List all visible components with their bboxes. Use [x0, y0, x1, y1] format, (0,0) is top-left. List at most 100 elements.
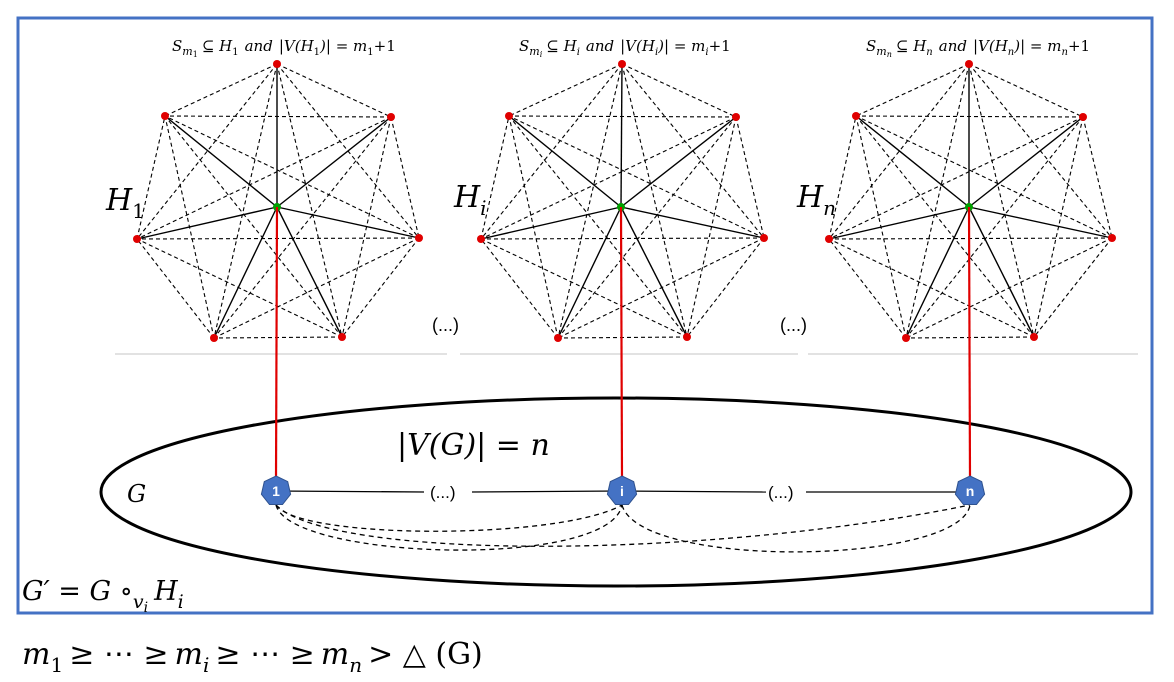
- outer-vertex: [760, 234, 768, 242]
- graph-order-label: |V(G)| = n: [397, 428, 550, 463]
- graph-node-vn: n: [954, 475, 986, 505]
- outer-vertex: [273, 60, 281, 68]
- dashed-edge: [508, 115, 765, 239]
- outer-vertex: [1108, 234, 1116, 242]
- graph-node-v1: 1: [260, 475, 292, 505]
- g-ellipsis-2: (...): [768, 483, 794, 502]
- star-edge: [968, 116, 1084, 208]
- graph-g-ellipse: [99, 396, 1133, 588]
- dashed-edge: [1033, 237, 1113, 338]
- dashed-edge: [390, 116, 420, 239]
- pendant-edge-hi: [619, 206, 624, 480]
- cluster-hn: [825, 60, 1116, 342]
- dashed-edge: [905, 116, 1084, 339]
- outer-vertex: [852, 112, 860, 120]
- cluster-hi: [477, 60, 768, 342]
- dashed-edge: [557, 237, 765, 339]
- outer-vertex: [210, 334, 218, 342]
- outer-vertex: [902, 334, 910, 342]
- pendant-edge-h1: [274, 206, 279, 480]
- dashed-edge: [276, 63, 392, 118]
- dashed-edge: [480, 63, 623, 240]
- outer-vertex: [387, 113, 395, 121]
- dashed-edge: [136, 116, 392, 240]
- dashed-edge: [164, 115, 392, 118]
- g-dashed-edge-i-n: [621, 504, 971, 553]
- outer-vertex: [1079, 113, 1087, 121]
- dashed-edge: [480, 238, 688, 338]
- dashed-edge: [136, 63, 278, 240]
- dashed-edge: [828, 238, 1035, 338]
- outer-vertex: [477, 235, 485, 243]
- star-edge: [968, 206, 1113, 239]
- dashed-edge: [276, 63, 343, 338]
- dashed-edge: [557, 63, 623, 339]
- dashed-edge: [1082, 116, 1113, 239]
- dashed-edge: [480, 237, 765, 240]
- dashed-edge: [621, 63, 688, 338]
- composition-formula: G′ = G ∘viHi: [22, 576, 184, 616]
- graph-node-shape: [606, 475, 638, 505]
- g-dashed-edge-1-n-long: [275, 504, 971, 547]
- dashed-edge: [213, 116, 392, 339]
- dashed-edge: [480, 238, 559, 339]
- outer-vertex: [618, 60, 626, 68]
- star-edge: [508, 115, 622, 208]
- dashed-edge: [828, 116, 1084, 240]
- dashed-edge: [968, 63, 1084, 118]
- star-edge: [213, 206, 278, 339]
- dashed-edge: [968, 63, 1035, 338]
- dashed-edge: [136, 115, 166, 240]
- g-edge-2-left: [619, 490, 767, 493]
- star-edge: [855, 115, 970, 208]
- outer-vertex: [505, 112, 513, 120]
- pendant-edges: [274, 206, 972, 480]
- dashed-edge: [686, 237, 765, 338]
- dashed-edge: [508, 115, 737, 118]
- star-edge: [828, 206, 970, 240]
- star-edge: [480, 206, 622, 240]
- outer-vertex: [554, 334, 562, 342]
- cluster-label-h1: H1: [105, 183, 145, 223]
- g-edge-1-left: [275, 490, 425, 493]
- dashed-edge: [164, 115, 420, 239]
- cluster-label-hi: Hi: [453, 180, 487, 220]
- outer-vertex: [133, 235, 141, 243]
- g-dashed-edge-1-i: [275, 504, 623, 532]
- dashed-edge: [557, 116, 737, 339]
- dashed-edge: [905, 63, 970, 339]
- star-edge: [557, 206, 622, 339]
- dashed-edge: [508, 115, 688, 338]
- dashed-edge: [164, 63, 278, 117]
- graph-node-shape: [260, 475, 292, 505]
- dashed-edge: [213, 237, 420, 339]
- graph-g-label: G: [127, 480, 146, 508]
- g-ellipsis-1: (...): [430, 483, 456, 502]
- graph-node-label: i: [620, 483, 624, 499]
- dashed-edge: [828, 237, 1113, 240]
- star-edge: [276, 116, 392, 208]
- star-edge: [164, 115, 278, 208]
- graph-node-shape: [954, 475, 986, 505]
- dashed-edge: [855, 115, 1035, 338]
- star-edge: [136, 206, 278, 240]
- star-edge: [968, 206, 1035, 338]
- dashed-edge: [136, 238, 215, 339]
- graph-g-nodes: 1 i n: [260, 475, 986, 505]
- dashed-edge: [621, 63, 737, 118]
- dashed-edge: [480, 115, 510, 240]
- outer-vertex: [161, 112, 169, 120]
- outer-vertex: [732, 113, 740, 121]
- star-edge: [620, 206, 688, 338]
- dashed-edge: [855, 63, 970, 117]
- star-edge: [620, 206, 765, 239]
- cluster-label-hn: Hn: [796, 180, 836, 220]
- dashed-edge: [164, 115, 343, 338]
- graph-g-edges: [275, 490, 971, 553]
- inequality-formula: m1≥ ⋯ ≥mi≥ ⋯ ≥mn> △ (G): [22, 637, 483, 677]
- dashed-edge: [735, 116, 765, 239]
- cluster-ellipsis-1: (...): [432, 315, 459, 335]
